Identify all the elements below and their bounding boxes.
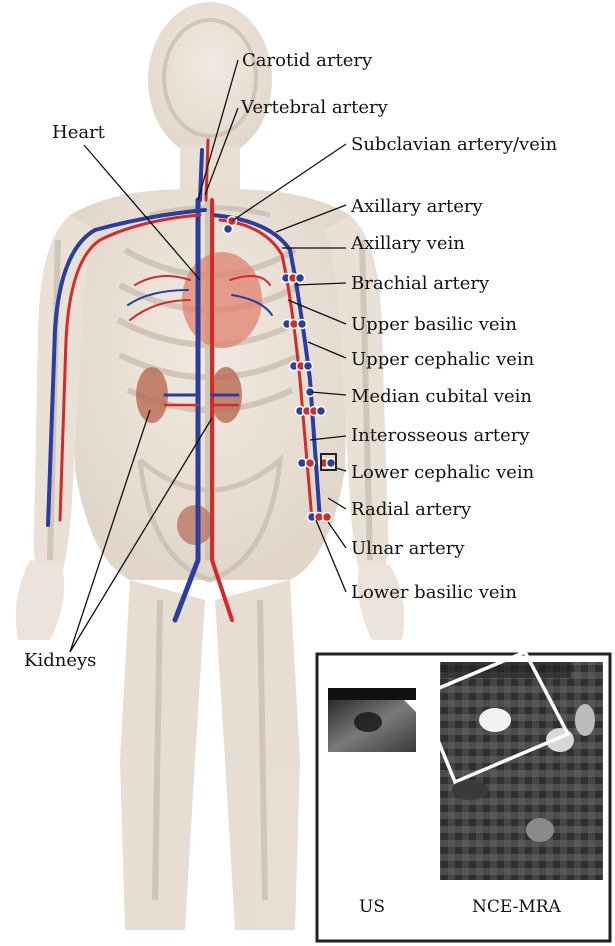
us-image: [328, 688, 416, 752]
bladder: [177, 505, 213, 545]
label-upper-cephalic-vein: Upper cephalic vein: [351, 349, 535, 370]
label-subclavian: Subclavian artery/vein: [351, 134, 558, 155]
label-radial-artery: Radial artery: [351, 499, 472, 520]
label-axillary-vein: Axillary vein: [350, 233, 465, 254]
label-kidneys: Kidneys: [24, 650, 96, 671]
label-brachial-artery: Brachial artery: [351, 273, 490, 294]
inset-panel: US NCE-MRA: [317, 652, 610, 941]
inset-caption-us: US: [359, 897, 385, 917]
label-median-cubital-vein: Median cubital vein: [351, 386, 532, 407]
label-axillary-artery: Axillary artery: [350, 196, 483, 217]
label-upper-basilic-vein: Upper basilic vein: [351, 314, 517, 335]
label-ulnar-artery: Ulnar artery: [351, 538, 465, 559]
inset-caption-mra: NCE-MRA: [472, 897, 562, 917]
label-lower-basilic-vein: Lower basilic vein: [351, 582, 517, 603]
label-heart: Heart: [52, 122, 106, 143]
label-carotid-artery: Carotid artery: [242, 50, 373, 71]
label-interosseous-artery: Interosseous artery: [351, 425, 530, 446]
label-vertebral-artery: Vertebral artery: [240, 97, 389, 118]
left-kidney: [136, 367, 168, 423]
mra-image: [420, 652, 603, 880]
label-lower-cephalic-vein: Lower cephalic vein: [351, 462, 535, 483]
